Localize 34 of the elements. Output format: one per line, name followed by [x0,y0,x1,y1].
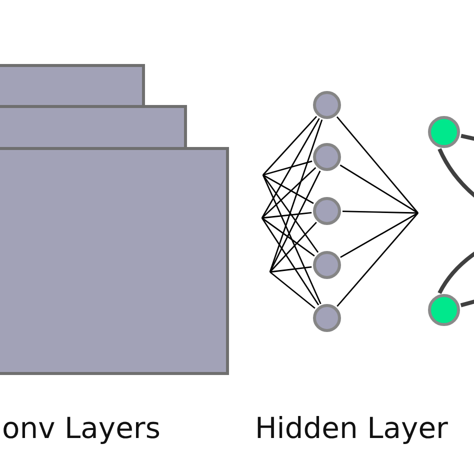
connection-line [340,212,418,258]
connection-line [261,218,320,306]
connection-line [262,212,312,219]
connection-line [262,167,316,219]
connection-line [269,119,323,272]
layer-caption: onv Layers [2,414,160,443]
connection-line [262,116,318,176]
connection-line [262,174,322,304]
layer-box [0,147,229,375]
connection-line [262,174,319,253]
neuron-circle [313,304,341,332]
connection-line [270,271,316,309]
connection-line [261,118,320,218]
connection-line [270,266,312,273]
connection-line [336,116,419,214]
connection-line [342,210,418,214]
layer-box [0,105,187,147]
layer-caption: Hidden Layer [255,414,448,443]
connection-line [262,160,312,176]
connection-line [460,298,474,308]
neuron-circle [428,116,460,148]
connection-line [340,164,418,214]
neuron-circle [313,251,341,279]
connection-line [460,134,474,142]
connection-line [269,170,321,272]
connection-line [262,174,314,204]
connection-line [269,222,317,272]
neuron-circle [313,197,341,225]
neuron-circle [313,91,341,119]
connection-line [262,217,315,256]
connection-line [336,212,419,307]
neuron-circle [428,294,460,326]
neuron-circle [313,143,341,171]
layer-box [0,64,145,105]
